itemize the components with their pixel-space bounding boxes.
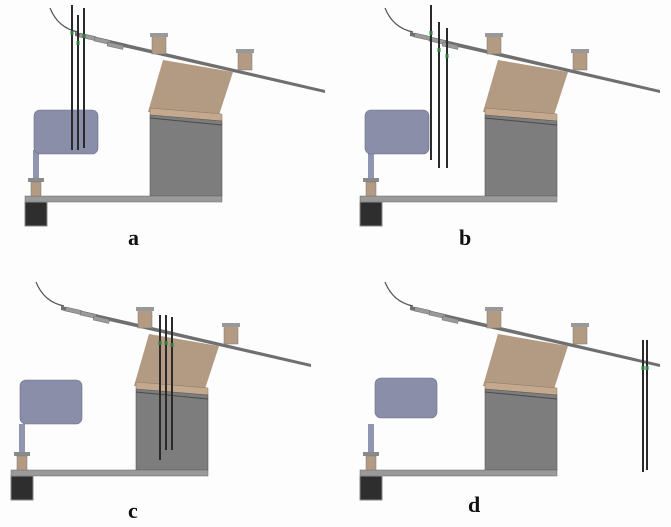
shaft bbox=[368, 424, 374, 452]
feed-tube bbox=[35, 281, 65, 307]
step-block bbox=[413, 306, 431, 315]
support-edge bbox=[484, 391, 558, 400]
post-cap bbox=[150, 33, 168, 37]
panel-label: a bbox=[128, 225, 139, 250]
green-clip bbox=[82, 34, 86, 38]
post-cap bbox=[571, 323, 589, 327]
step-block bbox=[64, 306, 82, 315]
tan-bracket bbox=[483, 60, 568, 118]
step-block bbox=[441, 315, 459, 324]
post-cap bbox=[236, 49, 254, 53]
inclined-ramp bbox=[410, 32, 660, 93]
inclined-ramp bbox=[75, 32, 325, 93]
step-block bbox=[106, 41, 124, 50]
green-clip bbox=[158, 341, 162, 345]
rotating-plate bbox=[364, 109, 430, 155]
green-clip bbox=[437, 48, 441, 52]
green-clip bbox=[445, 54, 449, 58]
post bbox=[572, 325, 588, 345]
mechanism-drawing bbox=[24, 5, 325, 227]
assembly bbox=[24, 5, 325, 227]
post bbox=[572, 51, 588, 71]
feed-tube bbox=[384, 7, 414, 33]
shaft bbox=[33, 150, 39, 178]
shaft bbox=[19, 424, 25, 452]
coupling-cap bbox=[14, 452, 30, 456]
post-cap bbox=[485, 33, 503, 37]
step-block bbox=[92, 315, 110, 324]
gray-support bbox=[484, 114, 558, 197]
gray-support bbox=[149, 114, 223, 197]
inclined-ramp bbox=[61, 306, 311, 367]
stepper-motor bbox=[359, 475, 383, 501]
base-bar bbox=[359, 195, 558, 203]
rotating-plate bbox=[33, 109, 99, 155]
coupling-cap bbox=[28, 178, 44, 182]
post-cap bbox=[571, 49, 589, 53]
base-bar bbox=[359, 469, 558, 477]
stepper-motor bbox=[24, 201, 48, 227]
tan-bracket bbox=[134, 334, 219, 392]
post bbox=[237, 51, 253, 71]
post-cap bbox=[222, 323, 240, 327]
support-edge bbox=[149, 117, 223, 126]
feed-tube bbox=[384, 281, 414, 307]
green-clip bbox=[429, 31, 433, 35]
assembly bbox=[359, 5, 660, 227]
gray-support bbox=[484, 388, 558, 471]
stepper-motor bbox=[10, 475, 34, 501]
base-bar bbox=[24, 195, 223, 203]
coupling-cap bbox=[363, 452, 379, 456]
coupling-cap bbox=[363, 178, 379, 182]
inclined-ramp bbox=[410, 306, 660, 367]
coupling bbox=[16, 455, 28, 471]
green-clip bbox=[76, 41, 80, 45]
green-clip bbox=[170, 343, 174, 347]
mechanism-drawing bbox=[359, 5, 660, 227]
post bbox=[486, 35, 502, 55]
post-cap bbox=[485, 307, 503, 311]
post bbox=[137, 309, 153, 329]
coupling bbox=[365, 181, 377, 197]
panel-a: a bbox=[0, 0, 335, 260]
mechanism-drawing bbox=[359, 281, 660, 501]
support-edge bbox=[484, 117, 558, 126]
panel-label: d bbox=[468, 492, 481, 517]
shaft bbox=[368, 150, 374, 178]
feed-tube bbox=[49, 7, 79, 33]
assembly bbox=[10, 281, 311, 501]
step-block bbox=[413, 32, 431, 41]
green-clip bbox=[645, 366, 649, 370]
panel-b: b bbox=[335, 0, 671, 260]
tan-bracket bbox=[148, 60, 233, 118]
coupling bbox=[365, 455, 377, 471]
post bbox=[486, 309, 502, 329]
coupling bbox=[30, 181, 42, 197]
post bbox=[223, 325, 239, 345]
panel-d: d bbox=[335, 260, 671, 527]
green-clip bbox=[641, 366, 645, 370]
panel-c: c bbox=[0, 260, 335, 527]
stepper-motor bbox=[359, 201, 383, 227]
rotating-plate bbox=[19, 379, 83, 425]
step-block bbox=[78, 32, 96, 41]
rotating-plate bbox=[374, 377, 438, 419]
base-bar bbox=[10, 469, 209, 477]
post-cap bbox=[136, 307, 154, 311]
panel-label: b bbox=[459, 225, 472, 250]
green-clip bbox=[70, 31, 74, 35]
post bbox=[151, 35, 167, 55]
panel-label: c bbox=[128, 498, 138, 523]
mechanism-drawing bbox=[10, 281, 311, 501]
assembly bbox=[359, 281, 660, 501]
tan-bracket bbox=[483, 334, 568, 392]
green-clip bbox=[164, 341, 168, 345]
